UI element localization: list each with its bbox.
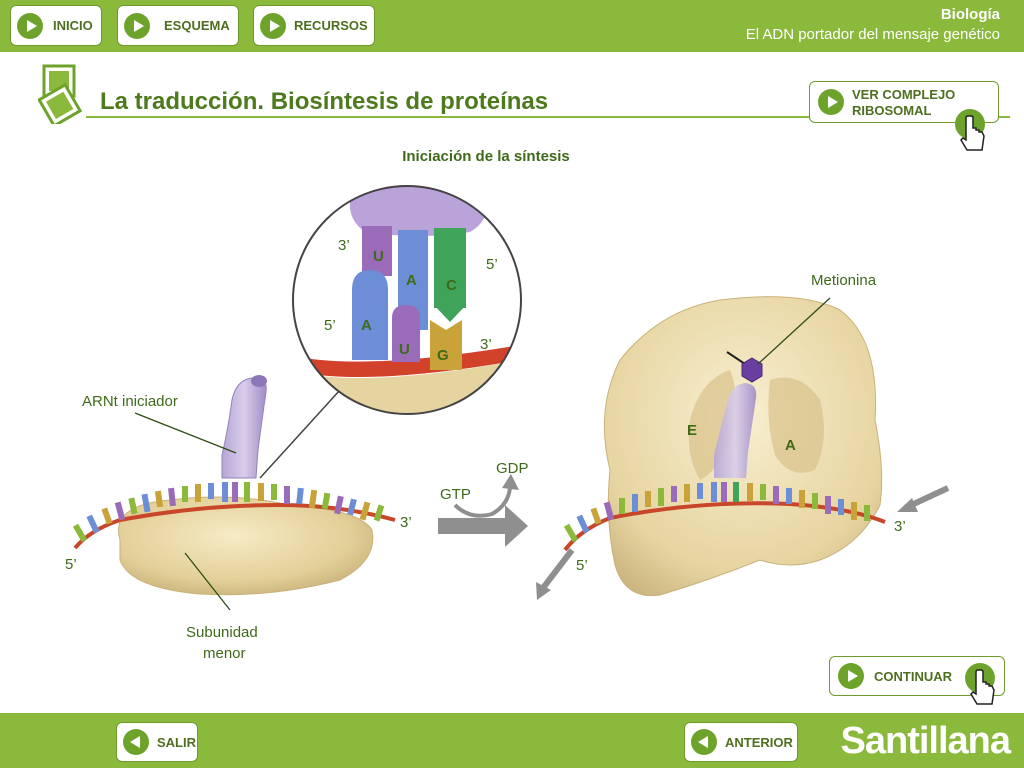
codon-base-2: U — [399, 341, 410, 358]
anticodon-base-1: U — [373, 248, 384, 265]
site-a-label: A — [785, 437, 796, 454]
ver-complejo-label-line1: VER COMPLEJO — [852, 87, 956, 102]
stacked-squares-icon — [38, 64, 83, 124]
esquema-button[interactable]: ESQUEMA — [117, 5, 239, 46]
right-5-prime: 5’ — [576, 557, 588, 574]
pointer-hand-icon — [955, 109, 985, 151]
recursos-label: RECURSOS — [294, 18, 368, 33]
salir-button[interactable]: SALIR — [116, 722, 198, 762]
gtp-curve-arrow — [453, 487, 512, 518]
play-icon — [124, 12, 150, 39]
back-icon — [691, 729, 717, 755]
trna-3-prime: 3’ — [338, 237, 350, 254]
gdp-label: GDP — [496, 460, 529, 477]
mrna-5-prime-zoom: 5’ — [324, 317, 336, 334]
left-5-prime: 5’ — [65, 556, 77, 573]
continuar-label: CONTINUAR — [874, 669, 952, 684]
initiator-trna — [221, 377, 267, 479]
codon-base-1: A — [361, 317, 372, 334]
subject-name: Biología — [940, 6, 1000, 23]
metionina-label: Metionina — [811, 272, 877, 289]
mrna-3-prime-zoom: 3’ — [480, 336, 492, 353]
mrna-bases-right — [563, 482, 870, 543]
anterior-label: ANTERIOR — [725, 734, 793, 750]
trna-5-prime: 5’ — [486, 256, 498, 273]
santillana-logo: Santillana — [840, 720, 1011, 762]
left-3-prime: 3’ — [400, 514, 412, 531]
play-icon — [260, 12, 286, 39]
mrna-out-arrow — [540, 548, 575, 590]
section-subtitle: Iniciación de la síntesis — [402, 148, 570, 165]
ver-complejo-label-line2: RIBOSOMAL — [852, 103, 932, 118]
site-e-label: E — [687, 422, 697, 439]
play-icon — [818, 89, 844, 115]
mrna-bases-left — [72, 482, 385, 543]
anticodon-base-3: C — [446, 277, 457, 294]
salir-label: SALIR — [157, 734, 196, 750]
codon-base-3: G — [437, 347, 449, 364]
transition-arrow — [438, 505, 528, 547]
play-icon — [17, 12, 43, 39]
codon-zoom-circle — [292, 185, 522, 415]
subunit-label-line1: Subunidad — [186, 624, 258, 641]
topic-name: El ADN portador del mensaje genético — [745, 26, 1000, 43]
inicio-label: INICIO — [53, 18, 93, 33]
play-icon — [838, 663, 864, 689]
back-icon — [123, 729, 149, 755]
arnt-label: ARNt iniciador — [82, 393, 178, 410]
subject-header: Biología El ADN portador del mensaje gen… — [746, 6, 1000, 43]
pointer-hand-icon — [965, 663, 995, 705]
page-title: La traducción. Biosíntesis de proteínas — [100, 88, 549, 115]
recursos-button[interactable]: RECURSOS — [253, 5, 375, 46]
subunit-label-line2: menor — [203, 645, 246, 662]
esquema-label: ESQUEMA — [164, 18, 230, 33]
anterior-button[interactable]: ANTERIOR — [684, 722, 798, 762]
methionine-molecule — [741, 357, 763, 383]
right-3-prime: 3’ — [894, 518, 906, 535]
title-divider — [86, 116, 1010, 118]
trna-in-ribosome — [714, 383, 757, 478]
inicio-button[interactable]: INICIO — [10, 5, 102, 46]
anticodon-base-2: A — [406, 272, 417, 289]
gtp-label: GTP — [440, 486, 471, 503]
